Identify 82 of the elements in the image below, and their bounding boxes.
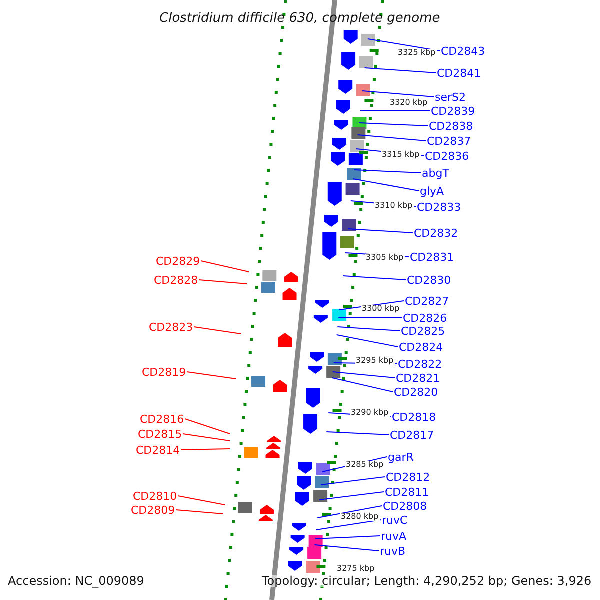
leader-line xyxy=(337,326,400,332)
gene-label: ruvA xyxy=(381,530,407,542)
leader-line xyxy=(319,492,384,500)
gene-label: CD2826 xyxy=(403,312,448,324)
leader-line xyxy=(314,536,380,540)
gene-label: CD2812 xyxy=(386,472,430,482)
gene-label: CD2838 xyxy=(429,120,474,132)
gene-label: garR xyxy=(388,452,414,462)
gene-label: CD2815 xyxy=(138,428,182,440)
gene-label: CD2820 xyxy=(394,386,438,398)
gene-label: CD2817 xyxy=(390,430,434,440)
leader-line xyxy=(332,372,396,378)
leader-line xyxy=(326,432,390,436)
leader-line xyxy=(332,378,394,392)
scale-tick-label: 3295 kbp xyxy=(355,357,395,365)
leader-line xyxy=(320,476,386,486)
gene-label: glyA xyxy=(420,186,444,196)
genome-summary-note: Topology: circular; Length: 4,290,252 bp; Genes: 3,926 xyxy=(262,575,592,587)
gene-label: CD2827 xyxy=(405,296,450,306)
leader-line xyxy=(176,510,224,514)
leader-line xyxy=(314,544,380,552)
gene-label: CD2832 xyxy=(414,228,458,238)
leader-line xyxy=(184,418,230,434)
gene-label: CD2843 xyxy=(441,46,486,56)
accession-note: Accession: NC_009089 xyxy=(8,575,144,587)
gene-label: CD2831 xyxy=(410,252,454,262)
gene-label: abgT xyxy=(422,168,450,178)
gene-label: CD2818 xyxy=(392,412,436,422)
leader-line xyxy=(336,334,398,348)
leader-line xyxy=(198,280,248,284)
scale-tick-label: 3300 kbp xyxy=(361,305,401,313)
leader-line xyxy=(180,448,230,450)
leader-line xyxy=(347,228,414,234)
leader-line xyxy=(182,434,230,442)
leader-line xyxy=(194,326,242,334)
gene-label: CD2811 xyxy=(385,486,430,498)
gene-label: CD2833 xyxy=(417,202,462,212)
leader-line xyxy=(367,38,440,52)
scale-tick-label: 3310 kbp xyxy=(374,202,414,210)
scale-tick-label: 3280 kbp xyxy=(340,513,380,521)
gene-label: CD2808 xyxy=(383,500,428,512)
gene-label: CD2830 xyxy=(407,274,452,286)
gene-label: CD2814 xyxy=(136,444,180,456)
leader-line xyxy=(316,520,382,530)
scale-tick-label: 3305 kbp xyxy=(365,254,405,262)
gene-label: CD2841 xyxy=(437,68,482,78)
gene-label: CD2816 xyxy=(140,414,184,424)
gene-label: ruvB xyxy=(380,546,406,556)
scale-tick-label: 3290 kbp xyxy=(350,409,390,417)
leader-line xyxy=(360,110,430,112)
scale-tick-label: 3325 kbp xyxy=(397,49,437,57)
gene-label: CD2829 xyxy=(156,256,200,266)
leader-line xyxy=(200,260,250,272)
gene-label: CD2836 xyxy=(425,150,470,162)
leader-line xyxy=(178,496,226,506)
gene-label: CD2839 xyxy=(431,106,476,116)
gene-label: serS2 xyxy=(435,92,466,102)
leader-line xyxy=(364,68,436,74)
scale-tick-label: 3285 kbp xyxy=(345,461,385,469)
gene-label: CD2822 xyxy=(398,358,442,370)
leader-line xyxy=(354,170,422,174)
leader-line xyxy=(186,372,236,380)
leader-line xyxy=(357,134,426,142)
gene-label: ruvC xyxy=(382,514,408,526)
leader-line xyxy=(342,276,406,280)
gene-label: CD2824 xyxy=(399,342,444,352)
gene-label: CD2809 xyxy=(131,504,176,516)
gene-label: CD2828 xyxy=(154,274,198,286)
gene-label: CD2823 xyxy=(149,322,194,332)
scale-tick-label: 3320 kbp xyxy=(389,99,429,107)
map-title: Clostridium difficile 630, complete genome xyxy=(160,12,440,24)
scale-tick-label: 3275 kbp xyxy=(336,565,376,573)
gene-label: CD2837 xyxy=(427,136,472,146)
gene-label: CD2825 xyxy=(401,326,446,336)
gene-label: CD2819 xyxy=(142,366,186,378)
leader-line xyxy=(352,178,420,192)
gene-label: CD2821 xyxy=(396,372,440,384)
scale-tick-label: 3315 kbp xyxy=(381,151,421,159)
gene-label: CD2810 xyxy=(133,490,178,502)
leader-line xyxy=(358,122,428,126)
leader-line xyxy=(317,506,382,518)
leader-line xyxy=(362,90,434,98)
